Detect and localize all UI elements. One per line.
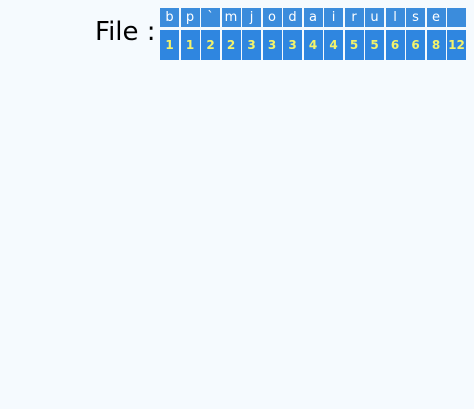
count-cell: 6	[385, 30, 405, 60]
count-cell: 1	[160, 30, 179, 60]
char-cell: d	[283, 8, 302, 27]
count-cell: 2	[201, 30, 220, 60]
count-cell: 5	[365, 30, 384, 60]
count-cell: 1	[180, 30, 200, 60]
char-cell: a	[303, 8, 323, 27]
count-cell: 6	[406, 30, 425, 60]
count-cell: 5	[344, 30, 364, 60]
char-cell: e	[426, 8, 446, 27]
char-cell: m	[221, 8, 241, 27]
count-cell: 4	[303, 30, 323, 60]
char-cell: `	[201, 8, 220, 27]
count-cell: 12	[447, 30, 466, 60]
count-cell: 3	[242, 30, 261, 60]
char-cell: b	[160, 8, 179, 27]
char-cell	[447, 8, 466, 27]
count-cell: 4	[324, 30, 343, 60]
count-cell: 8	[426, 30, 446, 60]
char-cell: r	[344, 8, 364, 27]
count-cell: 3	[283, 30, 302, 60]
char-cell: p	[180, 8, 200, 27]
char-cell: i	[324, 8, 343, 27]
char-cell: l	[385, 8, 405, 27]
char-cell: j	[242, 8, 261, 27]
file-label: File :	[95, 17, 156, 47]
char-cell: u	[365, 8, 384, 27]
count-cell: 2	[221, 30, 241, 60]
count-cell: 3	[262, 30, 282, 60]
char-cell: o	[262, 8, 282, 27]
char-cell: s	[406, 8, 425, 27]
